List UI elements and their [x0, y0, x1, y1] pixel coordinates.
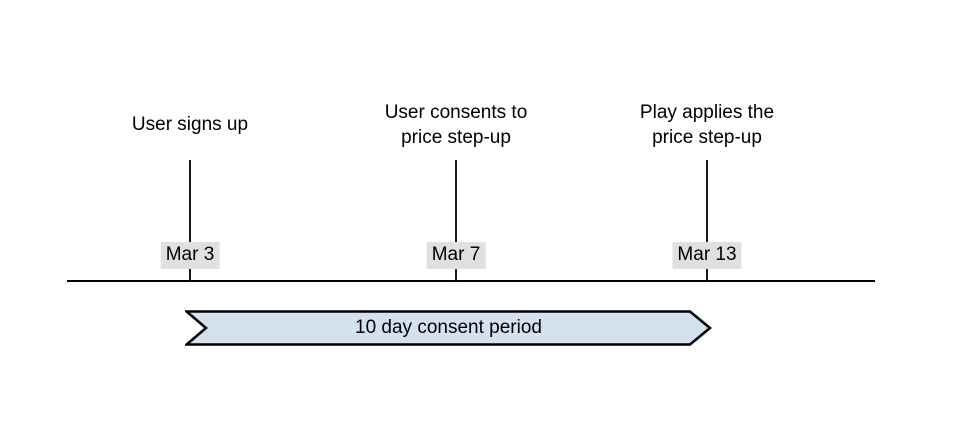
consent-period-banner: 10 day consent period — [185, 310, 712, 346]
event-label-user-signs-up: User signs up — [131, 114, 249, 135]
timeline-axis — [67, 280, 875, 282]
event-tick-user-consents — [455, 160, 457, 281]
event-date-user-signs-up: Mar 3 — [160, 242, 220, 269]
event-tick-play-applies — [706, 160, 708, 281]
event-date-user-consents: Mar 7 — [426, 242, 486, 269]
event-date-play-applies: Mar 13 — [672, 242, 742, 269]
chevron-arrow-icon — [185, 310, 712, 346]
event-label-play-applies: Play applies the price step-up — [639, 102, 775, 148]
event-label-user-consents: User consents to price step-up — [384, 102, 528, 148]
consent-period-label: 10 day consent period — [355, 317, 542, 338]
event-tick-user-signs-up — [189, 160, 191, 281]
